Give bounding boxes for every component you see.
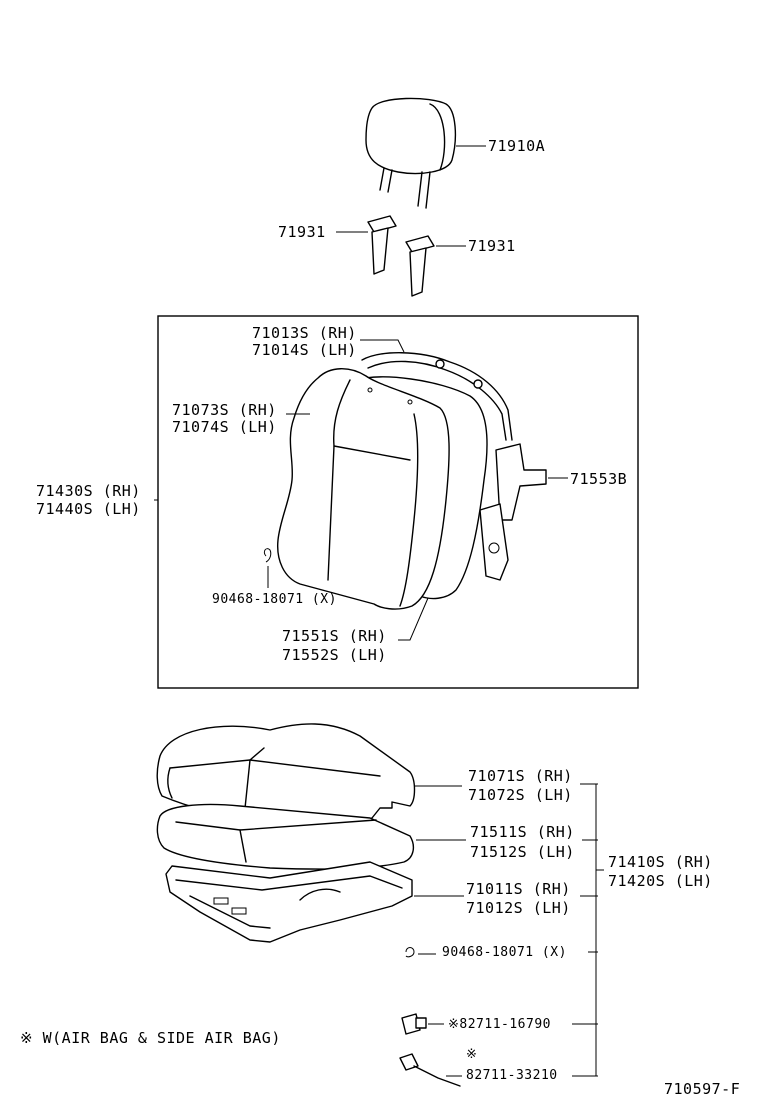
- label-cushion-pad-rh: 71511S (RH): [470, 823, 575, 841]
- label-cushion-frame-lh: 71012S (LH): [466, 899, 571, 917]
- label-back-cover-lh: 71074S (LH): [172, 418, 277, 436]
- cushion-assy-bracket: [572, 783, 604, 1077]
- headrest-guide-left-drawing: [336, 215, 397, 275]
- label-guide-right: 71931: [468, 237, 516, 255]
- figure-id: 710597-F: [664, 1080, 741, 1098]
- label-headrest: 71910A: [488, 137, 546, 155]
- label-cushion-assy-lh: 71420S (LH): [608, 872, 713, 890]
- hog-ring-back-drawing: [263, 548, 272, 563]
- label-recliner: 71553B: [570, 470, 628, 488]
- seat-back-group-box: [157, 315, 639, 689]
- connector-1-drawing: [401, 1013, 444, 1035]
- label-back-assy-rh: 71430S (RH): [36, 482, 141, 500]
- label-connector-2: 82711-33210: [466, 1068, 558, 1083]
- label-connector-1: ※82711-16790: [448, 1017, 551, 1032]
- label-cushion-cover-rh: 71071S (RH): [468, 767, 573, 785]
- label-cushion-frame-rh: 71011S (RH): [466, 880, 571, 898]
- seat-back-frame-drawing: [361, 352, 568, 581]
- label-back-frame-rh: 71013S (RH): [252, 324, 357, 342]
- headrest-guide-right-drawing: [405, 235, 466, 297]
- note-airbag: ※ W(AIR BAG & SIDE AIR BAG): [20, 1029, 281, 1047]
- label-guide-left: 71931: [278, 223, 326, 241]
- cushion-pad-drawing: [156, 803, 466, 870]
- seat-back-cover-drawing: [277, 339, 450, 641]
- cushion-cover-drawing: [156, 723, 462, 825]
- label-back-frame-lh: 71014S (LH): [252, 341, 357, 359]
- label-cushion-cover-lh: 71072S (LH): [468, 786, 573, 804]
- label-back-assy-lh: 71440S (LH): [36, 500, 141, 518]
- hog-ring-cushion-drawing: [405, 947, 415, 958]
- label-back-pad-rh: 71551S (RH): [282, 627, 387, 645]
- label-connector-2-mark: ※: [466, 1047, 478, 1062]
- label-back-pad-lh: 71552S (LH): [282, 646, 387, 664]
- label-cushion-pad-lh: 71512S (LH): [470, 843, 575, 861]
- label-hog-ring-back: 90468-18071 (X): [212, 592, 337, 607]
- headrest-drawing: [365, 97, 486, 209]
- cushion-frame-drawing: [165, 861, 464, 943]
- connector-2-drawing: [399, 1053, 462, 1087]
- label-cushion-assy-rh: 71410S (RH): [608, 853, 713, 871]
- label-hog-ring-cushion: 90468-18071 (X): [442, 945, 567, 960]
- label-back-cover-rh: 71073S (RH): [172, 401, 277, 419]
